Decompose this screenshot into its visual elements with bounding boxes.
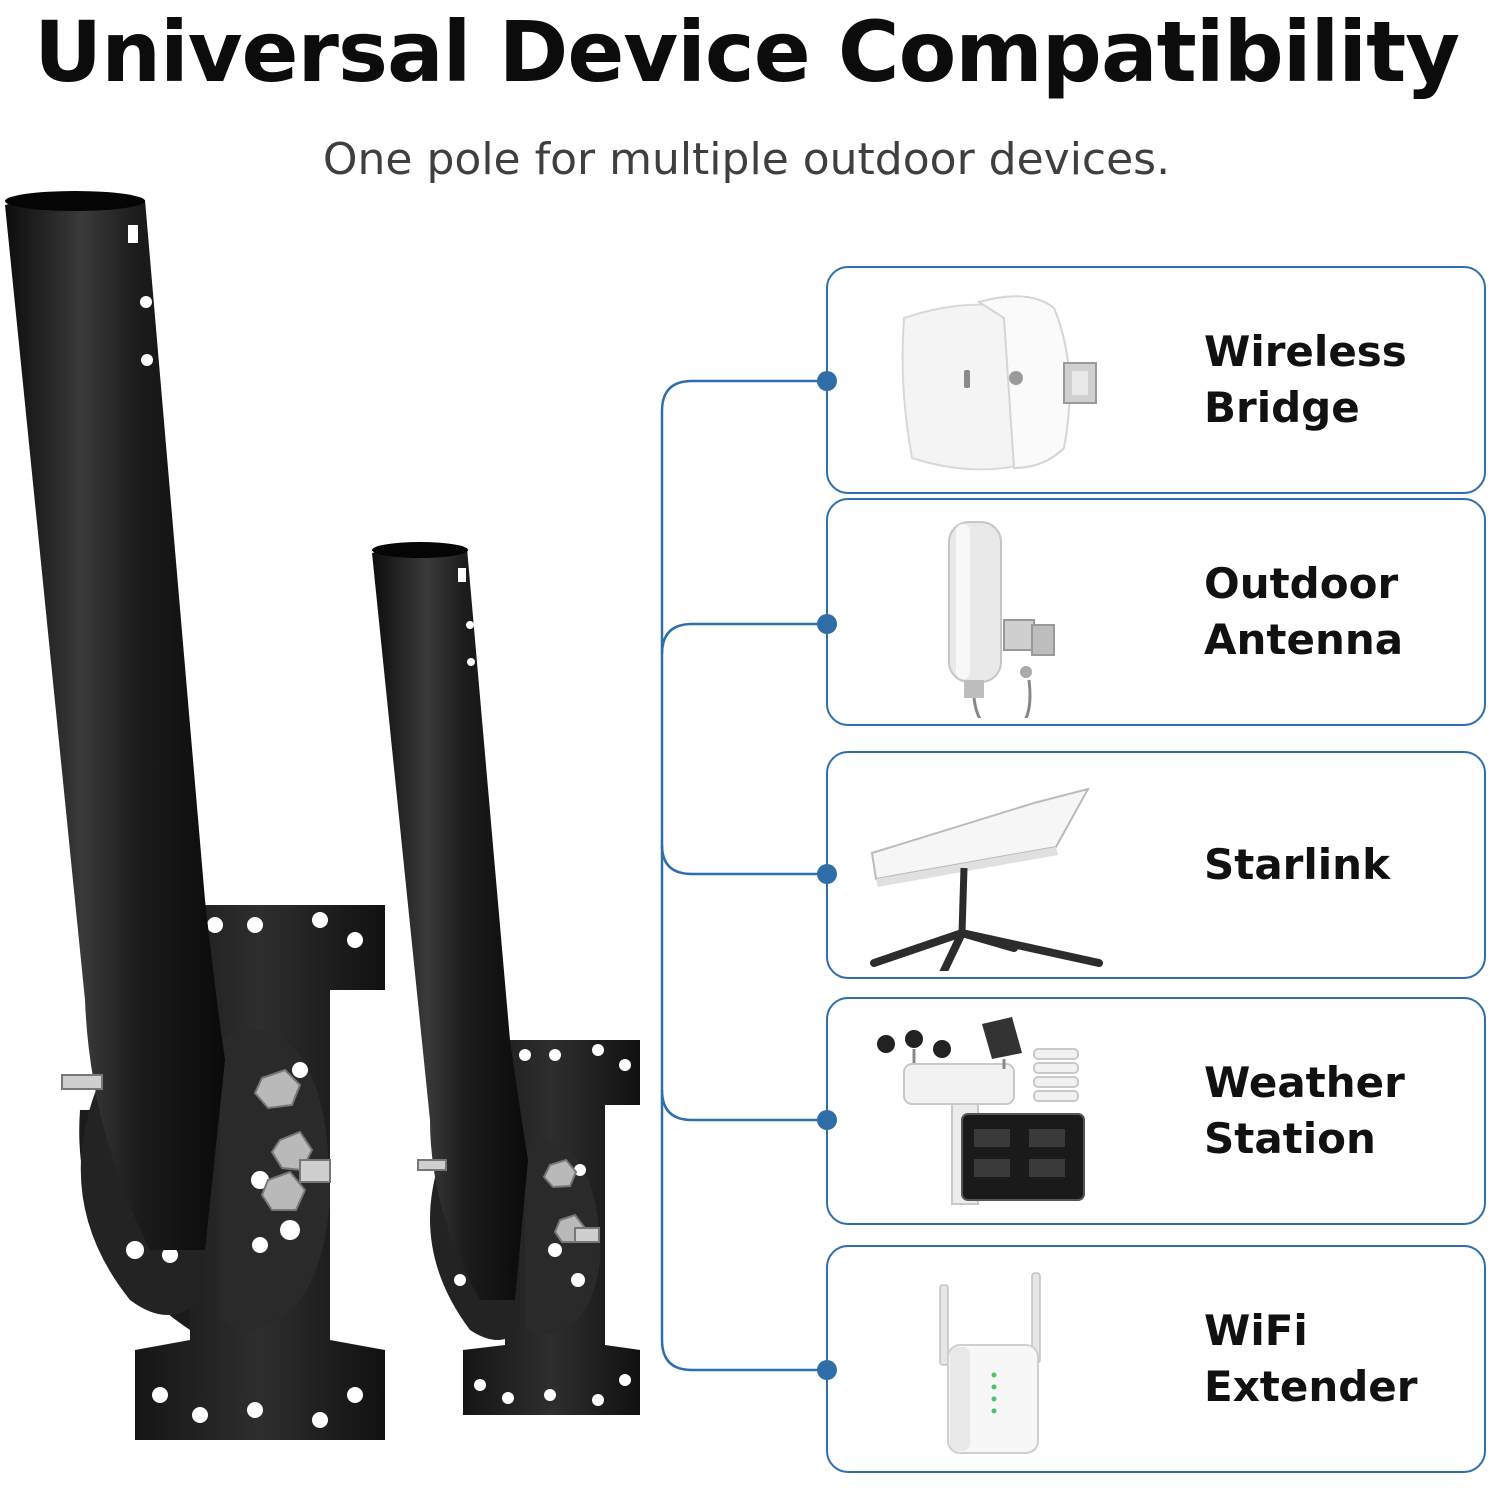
page-subtitle: One pole for multiple outdoor devices.	[322, 134, 1171, 185]
outdoor-antenna-icon	[948, 521, 1055, 718]
device-label: Outdoor Antenna	[1204, 559, 1404, 664]
connector-dot	[817, 371, 837, 391]
device-label: Wireless Bridge	[1204, 327, 1407, 432]
device-label: Starlink	[1204, 840, 1391, 889]
page-title: Universal Device Compatibility	[34, 3, 1460, 101]
connector-dot	[817, 1110, 837, 1130]
device-card-outdoor-antenna: Outdoor Antenna	[826, 498, 1486, 726]
device-card-wireless-bridge: Wireless Bridge	[826, 266, 1486, 494]
device-card-weather-station: Weather Station	[826, 997, 1486, 1225]
device-label: WiFi Extender	[1204, 1306, 1418, 1411]
wireless-bridge-icon	[901, 295, 1097, 471]
device-card-wifi-extender: WiFi Extender	[826, 1245, 1486, 1473]
connector-dot	[817, 864, 837, 884]
device-label: Weather Station	[1204, 1058, 1405, 1163]
device-card-starlink: Starlink	[826, 751, 1486, 979]
connector-dot	[817, 1360, 837, 1380]
small-mast-mount	[372, 542, 640, 1415]
wifi-extender-icon	[939, 1272, 1041, 1454]
connector-dot	[817, 614, 837, 634]
weather-station-icon	[877, 1017, 1085, 1205]
large-mast-mount	[5, 191, 385, 1440]
mast-mounts-illustration	[5, 191, 640, 1440]
starlink-dish-icon	[870, 787, 1103, 971]
